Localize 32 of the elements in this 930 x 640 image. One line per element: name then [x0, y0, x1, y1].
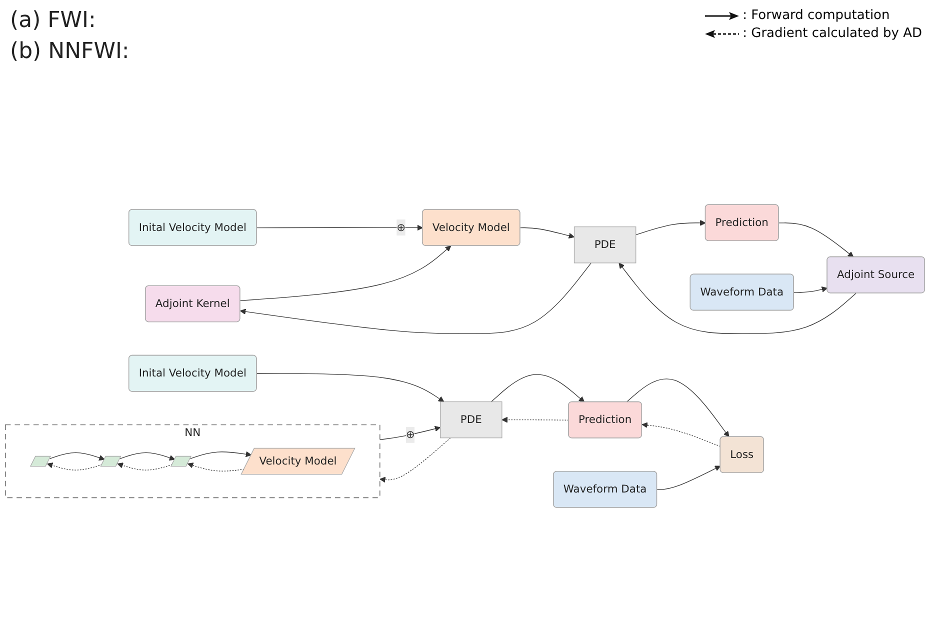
arrow	[380, 438, 451, 483]
arrow	[120, 452, 176, 461]
arrow	[520, 227, 575, 239]
arrow	[117, 462, 173, 470]
arrow	[188, 462, 245, 472]
edge-label: ⊕	[406, 428, 415, 441]
node-parallelogram	[100, 456, 122, 467]
arrow	[49, 452, 105, 461]
arrow	[636, 220, 706, 236]
legend-text: : Forward computation	[742, 8, 890, 23]
node-parallelogram	[30, 456, 52, 467]
arrow	[656, 466, 721, 490]
arrow	[256, 224, 423, 231]
node-box: PDE	[574, 226, 636, 264]
arrow	[190, 451, 252, 459]
node-box: PDE	[440, 401, 502, 438]
edge-label: ⊕	[396, 220, 406, 234]
section-heading: (a) FWI:	[10, 8, 97, 33]
arrow	[618, 262, 856, 334]
arrow	[240, 262, 592, 334]
arrow	[240, 246, 452, 302]
arrow	[642, 422, 721, 447]
legend-text: : Gradient calculated by AD	[742, 26, 922, 41]
node-parallelogram	[170, 456, 192, 467]
arrow	[47, 462, 102, 470]
arrow	[256, 373, 444, 402]
arrow	[794, 286, 828, 293]
arrow	[778, 222, 854, 258]
arrow	[490, 374, 585, 402]
section-heading: (b) NNFWI:	[10, 39, 130, 64]
arrow	[502, 416, 570, 423]
arrow	[626, 378, 730, 438]
